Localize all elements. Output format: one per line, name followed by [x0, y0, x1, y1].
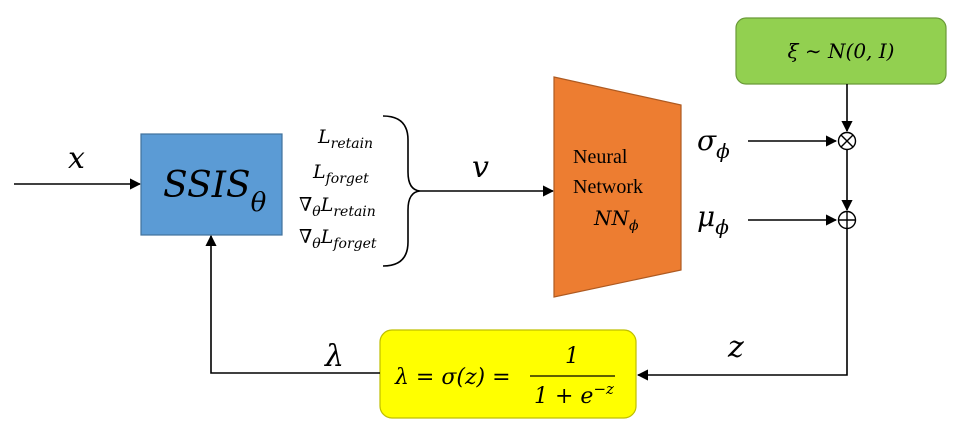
ssis-label: SSISθ: [163, 165, 267, 218]
z-arrow: [636, 229, 848, 381]
multiply-operator-icon: [837, 131, 857, 151]
sigmoid-lhs: λ = σ(z) =: [394, 365, 511, 390]
nn-symbol: NNϕ: [593, 206, 639, 234]
noise-label: ξ ∼ N(0, I): [788, 39, 895, 63]
nn-line1: Neural: [573, 146, 628, 168]
grad-forget-label: ∇θLforget: [299, 226, 377, 252]
sigma-label: σϕ: [697, 124, 730, 163]
add-operator-icon: [837, 210, 857, 230]
lambda-label: λ: [324, 339, 344, 374]
grad-retain-label: ∇θLretain: [299, 194, 376, 220]
loss-brace: [382, 115, 421, 267]
noise-box: [735, 17, 947, 85]
neural-network-block: [553, 76, 682, 298]
sigmoid-denominator: 1 + e−z: [534, 380, 614, 409]
nn-line2: Network: [573, 176, 643, 198]
loss-retain-label: Lretain: [317, 126, 373, 152]
sigmoid-box: [379, 329, 637, 419]
sigmoid-numerator: 1: [565, 344, 579, 369]
v-label: v: [472, 150, 489, 185]
lambda-arrow: [205, 234, 380, 374]
input-x-label: x: [68, 141, 85, 176]
loss-forget-label: Lforget: [312, 161, 369, 187]
z-label: z: [727, 330, 744, 365]
mu-label: μϕ: [697, 200, 729, 239]
